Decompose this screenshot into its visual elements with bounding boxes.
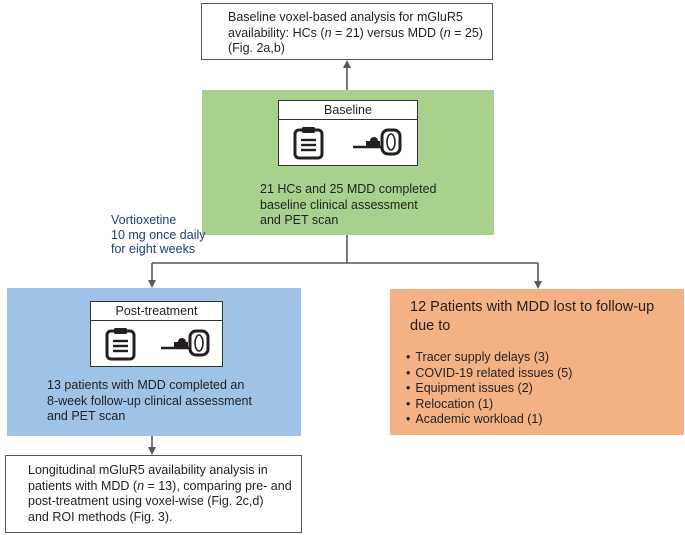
clipboard-icon	[105, 328, 136, 361]
post-treatment-panel-title: Post-treatment	[91, 302, 222, 321]
intervention-label: Vortioxetine 10 mg once daily for eight …	[111, 213, 206, 256]
baseline-analysis-line: (Fig. 2a,b)	[228, 41, 285, 55]
longitudinal-analysis-line: post-treatment using voxel-wise (Fig. 2c…	[28, 494, 264, 508]
longitudinal-analysis-line: patients with MDD (n = 13), comparing pr…	[28, 478, 292, 493]
post-treatment-text-line: and PET scan	[47, 409, 126, 423]
baseline-analysis-line: Baseline voxel-based analysis for mGluR5	[228, 10, 463, 24]
longitudinal-analysis-text: Longitudinal mGluR5 availability analysi…	[28, 463, 300, 525]
baseline-panel-title: Baseline	[279, 101, 417, 120]
longitudinal-analysis-box: Longitudinal mGluR5 availability analysi…	[5, 455, 302, 533]
pet-scanner-icon	[353, 128, 402, 156]
post-treatment-text-line: 13 patients with MDD completed an	[47, 378, 245, 392]
list-item: Tracer supply delays (3)	[406, 350, 572, 366]
post-treatment-panel: Post-treatment	[90, 301, 223, 367]
list-item: COVID-19 related issues (5)	[406, 366, 572, 382]
post-treatment-text-line: 8-week follow-up clinical assessment	[47, 393, 252, 408]
baseline-analysis-text: Baseline voxel-based analysis for mGluR5…	[228, 10, 490, 57]
post-treatment-text: 13 patients with MDD completed an 8-week…	[47, 378, 252, 425]
post-treatment-box: Post-treatment 13 patients with MDD comp…	[7, 288, 301, 436]
lost-to-followup-box: 12 Patients with MDD lost to follow-up d…	[390, 289, 684, 435]
longitudinal-analysis-line: and ROI methods (Fig. 3).	[28, 509, 173, 524]
baseline-text-line: baseline clinical assessment	[260, 197, 418, 212]
lost-reasons-list: Tracer supply delays (3) COVID-19 relate…	[406, 350, 572, 428]
clipboard-icon	[293, 127, 324, 160]
list-item: Equipment issues (2)	[406, 381, 572, 397]
baseline-analysis-line: availability: HCs (n = 21) versus MDD (n…	[228, 25, 483, 40]
list-item: Relocation (1)	[406, 397, 572, 413]
baseline-panel: Baseline	[278, 100, 418, 166]
list-item: Academic workload (1)	[406, 412, 572, 428]
pet-scanner-icon	[161, 329, 210, 357]
longitudinal-analysis-line: Longitudinal mGluR5 availability analysi…	[28, 463, 268, 477]
baseline-text: 21 HCs and 25 MDD completed baseline cli…	[260, 182, 436, 229]
baseline-box: Baseline 21 HCs and 25 MDD completed bas…	[202, 90, 494, 235]
baseline-analysis-box: Baseline voxel-based analysis for mGluR5…	[201, 3, 493, 60]
baseline-text-line: and PET scan	[260, 213, 339, 227]
baseline-text-line: 21 HCs and 25 MDD completed	[260, 182, 437, 196]
lost-to-followup-title: 12 Patients with MDD lost to follow-up d…	[410, 299, 655, 334]
